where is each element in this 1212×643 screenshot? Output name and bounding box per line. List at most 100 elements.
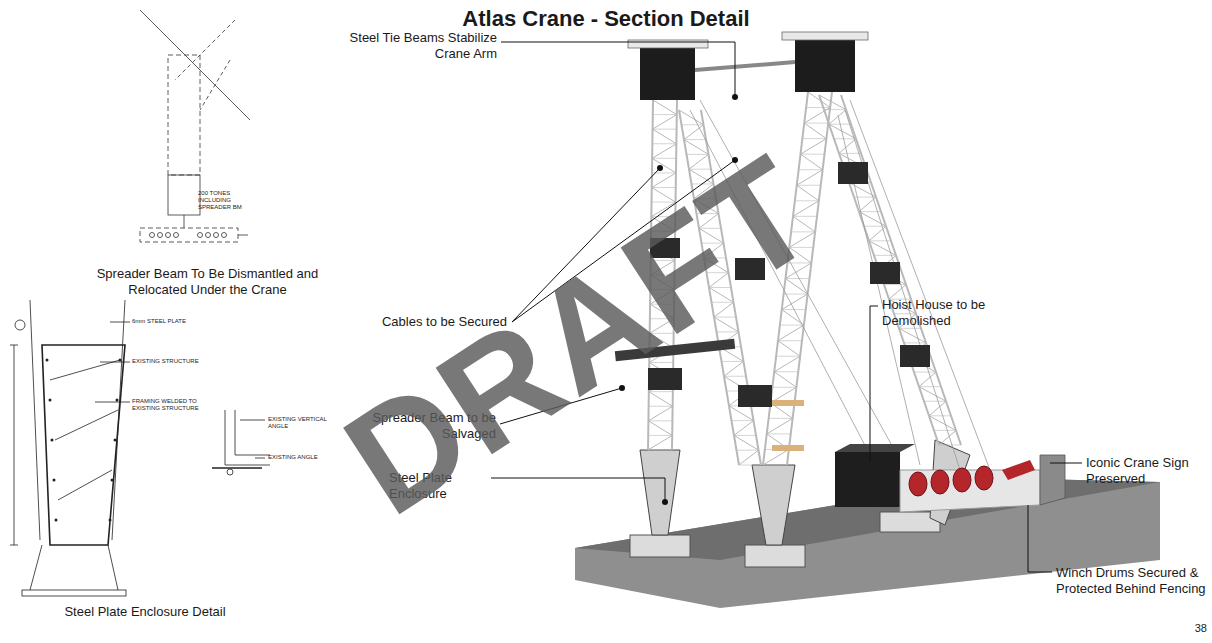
cab-house	[640, 48, 695, 100]
lattice-member	[772, 387, 796, 388]
lattice-member	[839, 153, 861, 154]
hoist-house-top	[835, 444, 915, 452]
lattice-member	[839, 139, 856, 154]
lattice-member	[653, 100, 677, 115]
lattice-member	[884, 284, 906, 285]
steel-plate-enclosure	[640, 450, 680, 535]
lattice-member	[724, 361, 744, 376]
winch-drums	[909, 466, 993, 496]
lattice-member	[682, 124, 704, 125]
lattice-member	[767, 433, 791, 434]
detail-note: 6mm STEEL PLATE	[132, 318, 202, 325]
lattice-member	[652, 143, 676, 144]
lattice-member	[778, 325, 804, 341]
lattice-member	[653, 114, 677, 115]
lattice-member	[929, 401, 946, 416]
crane-sign-face	[1002, 460, 1035, 480]
cab-platform	[628, 40, 708, 48]
lattice-member	[919, 387, 946, 402]
callout-label: Steel Tie Beams Stabilize Crane Arm	[347, 30, 497, 61]
callout-label: Iconic Crane Sign Preserved	[1086, 455, 1196, 486]
lattice-member	[774, 372, 796, 388]
lattice-member	[904, 342, 926, 343]
cab-house	[795, 40, 855, 92]
callout-label: Hoist House to be Demolished	[882, 297, 1022, 328]
lattice-member	[782, 294, 808, 310]
lattice-member	[859, 212, 886, 227]
lattice-member	[649, 406, 673, 407]
lattice-member	[874, 255, 896, 256]
lattice-member	[722, 361, 744, 362]
lattice-member	[934, 430, 956, 431]
lattice-member	[924, 401, 946, 402]
steel-plate-enclosure	[752, 465, 795, 545]
lattice-member	[806, 107, 830, 108]
lattice-member	[649, 391, 673, 392]
spreader-sketch	[140, 10, 250, 242]
lattice-member	[778, 340, 802, 341]
detail-note: EXISTING STRUCTURE	[132, 358, 202, 365]
lattice-member	[687, 154, 709, 155]
lattice-member	[929, 415, 951, 416]
lattice-member	[804, 123, 828, 124]
lattice-member	[739, 450, 759, 465]
lattice-member	[648, 421, 672, 436]
lattice-member	[653, 129, 677, 144]
lattice-member	[684, 140, 709, 155]
lattice-member	[914, 372, 936, 373]
tie-beam	[695, 62, 795, 70]
sketch-caption: Spreader Beam To Be Dismantled and Reloc…	[90, 266, 325, 297]
lattice-member	[724, 376, 746, 377]
lattice-member	[648, 435, 672, 450]
hoist-house	[835, 452, 900, 507]
dimension-note: 200 TONES INCLUDING SPREADER BM	[198, 190, 246, 212]
lattice-member	[939, 430, 956, 445]
lattice-member	[802, 138, 826, 139]
footing	[630, 535, 690, 557]
lattice-member	[834, 138, 856, 139]
weld-dots	[46, 359, 122, 522]
lattice-leg	[819, 95, 961, 445]
lattice-member	[734, 421, 754, 436]
lattice-member	[734, 435, 756, 436]
lattice-member	[763, 465, 787, 466]
platform	[772, 400, 804, 406]
lattice-member	[653, 115, 677, 130]
lattice-member	[864, 226, 886, 227]
detail-note: EXISTING ANGLE	[268, 454, 328, 461]
lattice-member	[899, 328, 921, 329]
footing	[745, 545, 805, 567]
lattice-member	[769, 418, 793, 419]
lattice-member	[801, 139, 827, 155]
lattice-member	[648, 450, 672, 451]
lattice-member	[739, 465, 761, 466]
lattice-member	[778, 341, 800, 357]
lattice-member	[729, 406, 754, 421]
lattice-member	[652, 158, 676, 173]
lattice-member	[648, 420, 672, 421]
lattice-member	[899, 328, 926, 343]
detail-note: FRAMING WELDED TO EXISTING STRUCTURE	[132, 398, 202, 412]
lattice-member	[684, 139, 706, 140]
lattice-member	[652, 158, 676, 159]
lattice-member	[776, 356, 800, 357]
lattice-member	[767, 418, 793, 434]
lattice-member	[774, 371, 798, 372]
enclosure-sketch	[10, 300, 270, 596]
sketch-caption: Steel Plate Enclosure Detail	[55, 604, 235, 620]
lattice-member	[763, 449, 789, 465]
lattice-member	[804, 123, 826, 139]
cab-platform	[782, 32, 868, 40]
lattice-member	[819, 95, 846, 110]
lattice-member	[919, 386, 941, 387]
page-number: 38	[1179, 622, 1207, 635]
lattice-member	[829, 110, 846, 125]
lattice-member	[737, 450, 759, 451]
lattice-member	[919, 372, 936, 387]
lattice-member	[652, 144, 676, 159]
lattice-member	[734, 435, 759, 450]
lattice-member	[780, 325, 804, 326]
lattice-member	[782, 310, 804, 326]
lattice-member	[732, 420, 754, 421]
diagram-title: Atlas Crane - Section Detail	[0, 6, 1212, 32]
